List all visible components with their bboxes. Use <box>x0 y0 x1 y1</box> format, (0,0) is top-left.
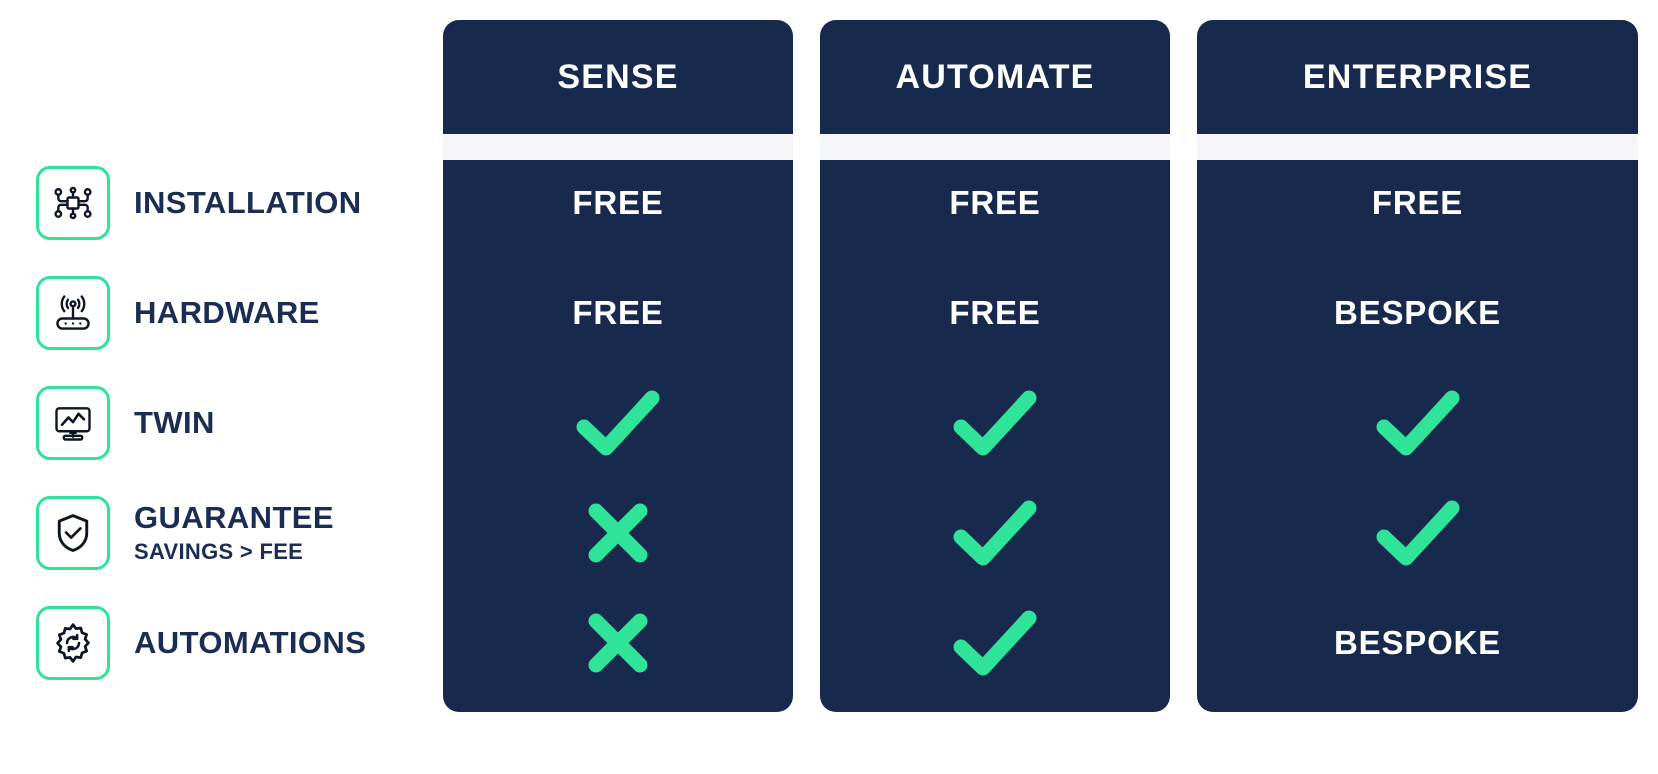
cell-installation-automate: FREE <box>820 168 1170 238</box>
check-icon <box>953 500 1037 566</box>
feature-label: TWIN <box>134 404 215 440</box>
monitor-chart-icon <box>55 407 91 441</box>
gear-refresh-icon <box>56 623 90 663</box>
feature-row-installation: INSTALLATION <box>36 166 362 240</box>
feature-row-automations: AUTOMATIONS <box>36 606 366 680</box>
feature-text-automations: AUTOMATIONS <box>134 624 367 661</box>
header-body-divider <box>443 134 1638 160</box>
cross-icon <box>588 503 648 563</box>
cell-value-text: FREE <box>572 294 664 331</box>
feature-text-guarantee: GUARANTEE SAVINGS > FEE <box>134 499 334 565</box>
column-gutter-1 <box>793 134 820 160</box>
check-icon <box>1376 390 1459 456</box>
plan-header-label: AUTOMATE <box>895 57 1095 96</box>
check-icon <box>953 610 1037 676</box>
gear-refresh-icon-box <box>36 606 110 680</box>
check-icon <box>953 390 1037 456</box>
router-wifi-icon <box>56 295 90 330</box>
plan-header-sense[interactable]: SENSE <box>443 20 793 134</box>
cross-icon <box>588 613 648 673</box>
feature-sublabel: SAVINGS > FEE <box>134 538 304 564</box>
check-icon <box>1376 500 1459 566</box>
shield-check-icon <box>57 514 89 552</box>
feature-text-hardware: HARDWARE <box>134 294 320 331</box>
router-wifi-icon-box <box>36 276 110 350</box>
cell-guarantee-automate <box>820 498 1170 568</box>
cell-value-text: FREE <box>949 294 1041 331</box>
feature-label: HARDWARE <box>134 294 320 330</box>
cell-value-text: FREE <box>1371 184 1464 221</box>
feature-row-twin: TWIN <box>36 386 215 460</box>
feature-label: AUTOMATIONS <box>134 624 367 660</box>
cell-value-text: BESPOKE <box>1334 624 1501 661</box>
feature-text-twin: TWIN <box>134 404 215 441</box>
cell-value-text: FREE <box>572 184 664 221</box>
cell-automations-automate <box>820 608 1170 678</box>
cell-twin-sense <box>443 388 793 458</box>
cell-hardware-automate: FREE <box>820 278 1170 348</box>
feature-label: GUARANTEE <box>134 499 334 535</box>
feature-row-hardware: HARDWARE <box>36 276 320 350</box>
shield-check-icon-box <box>36 496 110 570</box>
plan-header-label: SENSE <box>557 57 679 96</box>
cell-hardware-sense: FREE <box>443 278 793 348</box>
feature-label: INSTALLATION <box>134 184 362 220</box>
plan-header-enterprise[interactable]: ENTERPRISE <box>1197 20 1638 134</box>
cell-guarantee-sense <box>443 498 793 568</box>
plan-header-label: ENTERPRISE <box>1302 57 1533 96</box>
cell-hardware-enterprise: BESPOKE <box>1197 278 1638 348</box>
cell-value-text: BESPOKE <box>1334 294 1501 331</box>
cell-installation-enterprise: FREE <box>1197 168 1638 238</box>
plan-header-automate[interactable]: AUTOMATE <box>820 20 1170 134</box>
cell-installation-sense: FREE <box>443 168 793 238</box>
column-gutter-2 <box>1170 134 1197 160</box>
feature-text-installation: INSTALLATION <box>134 184 362 221</box>
cell-guarantee-enterprise <box>1197 498 1638 568</box>
cell-automations-enterprise: BESPOKE <box>1197 608 1638 678</box>
check-icon <box>576 390 660 456</box>
cell-twin-enterprise <box>1197 388 1638 458</box>
cell-automations-sense <box>443 608 793 678</box>
cell-twin-automate <box>820 388 1170 458</box>
monitor-chart-icon-box <box>36 386 110 460</box>
network-nodes-icon <box>54 186 92 220</box>
cell-value-text: FREE <box>949 184 1041 221</box>
network-nodes-icon-box <box>36 166 110 240</box>
feature-row-guarantee: GUARANTEE SAVINGS > FEE <box>36 496 334 570</box>
